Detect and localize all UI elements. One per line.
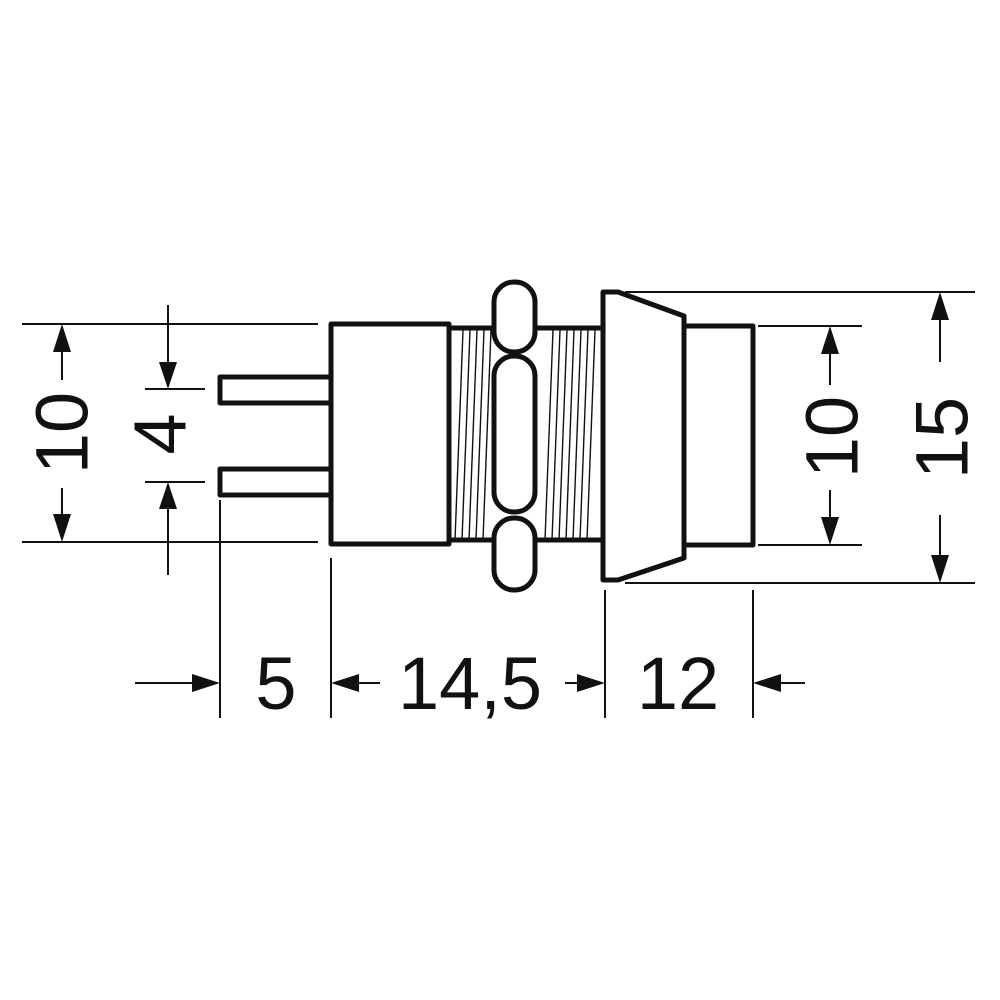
arrow-up xyxy=(821,326,839,354)
dim-label-body-height-left: 10 xyxy=(21,392,104,474)
front-flange xyxy=(600,289,687,583)
arrow-right xyxy=(577,674,605,692)
dimension-lines xyxy=(53,292,949,692)
pin-bottom xyxy=(217,466,334,498)
dim-label-pin-length: 5 xyxy=(255,642,296,725)
button-cap xyxy=(681,323,756,548)
dim-label-flange-height: 15 xyxy=(901,397,984,479)
rear-housing xyxy=(328,321,452,547)
arrow-down xyxy=(931,555,949,583)
pin-top xyxy=(217,374,334,406)
dim-label-cap-height: 10 xyxy=(791,396,874,478)
arrow-down xyxy=(821,517,839,545)
arrow-left xyxy=(331,674,359,692)
arrow-right xyxy=(192,674,220,692)
dim-label-pin-spacing: 4 xyxy=(119,413,202,454)
extension-lines xyxy=(22,291,975,718)
dim-label-cap-length: 12 xyxy=(637,642,719,725)
arrow-up xyxy=(931,292,949,320)
arrow-down xyxy=(53,514,71,542)
component-outline xyxy=(217,279,756,593)
dim-label-body-length: 14,5 xyxy=(398,642,542,725)
arrow-up xyxy=(159,482,177,509)
hex-nut xyxy=(491,279,538,593)
arrow-up xyxy=(53,324,71,352)
arrow-down xyxy=(159,362,177,389)
dimension-labels: 10 4 10 15 5 14,5 12 xyxy=(21,392,984,725)
arrow-left xyxy=(753,674,781,692)
